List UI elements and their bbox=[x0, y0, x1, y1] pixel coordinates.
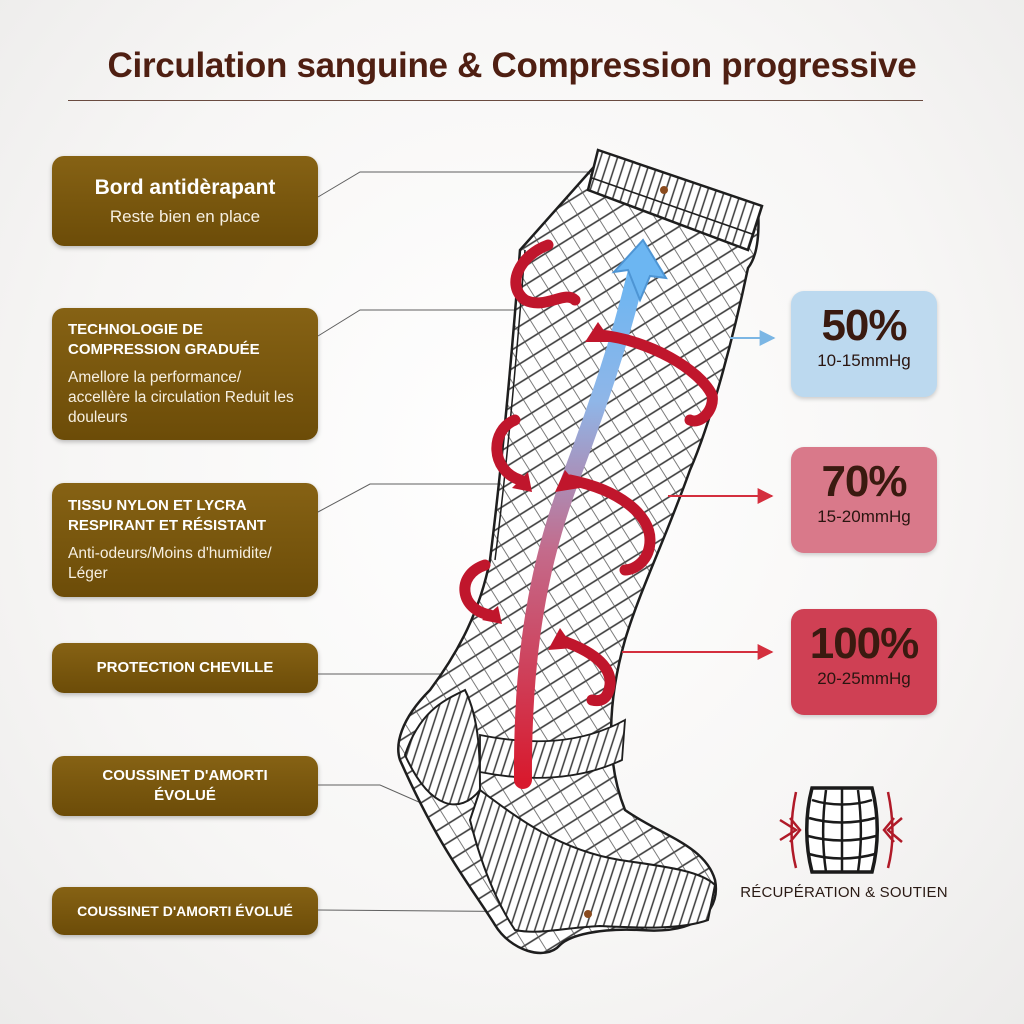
pressure-level-100: 100% 20-25mmHg bbox=[791, 609, 937, 715]
feature-description: Anti-odeurs/Moins d'humidite/ Léger bbox=[68, 545, 272, 582]
feature-ankle-protection: PROTECTION CHEVILLE bbox=[52, 643, 318, 693]
title-divider bbox=[68, 100, 923, 101]
feature-title: Bord antidèrapant bbox=[94, 176, 276, 199]
recovery-label: RÉCUPÉRATION & SOUTIEN bbox=[740, 884, 948, 901]
feature-title: COUSSINET D'AMORTI ÉVOLUÉ bbox=[77, 903, 293, 919]
pressure-level-50: 50% 10-15mmHg bbox=[791, 291, 937, 397]
pressure-level-70: 70% 15-20mmHg bbox=[791, 447, 937, 553]
feature-title: TISSU NYLON ET LYCRA RESPIRANT ET RÉSIST… bbox=[68, 497, 267, 534]
page-title: Circulation sanguine & Compression progr… bbox=[107, 46, 917, 85]
pressure-range: 20-25mmHg bbox=[817, 669, 911, 688]
feature-description: Reste bien en place bbox=[109, 207, 261, 226]
pressure-percent: 50% bbox=[821, 301, 907, 350]
pressure-percent: 100% bbox=[809, 619, 920, 668]
feature-breathable-fabric: TISSU NYLON ET LYCRA RESPIRANT ET RÉSIST… bbox=[52, 483, 318, 597]
feature-title: COUSSINET D'AMORTI ÉVOLUÉ bbox=[102, 767, 268, 804]
pressure-pointers bbox=[622, 330, 776, 660]
compression-arrowheads bbox=[482, 322, 612, 650]
feature-title: TECHNOLOGIE DE COMPRESSION GRADUÉE bbox=[68, 321, 260, 358]
pressure-range: 15-20mmHg bbox=[817, 507, 911, 526]
compression-sock bbox=[397, 148, 764, 955]
feature-description: Amellore la performance/ accellère la ci… bbox=[68, 369, 294, 426]
feature-title: PROTECTION CHEVILLE bbox=[96, 659, 274, 676]
feature-antislip-band: Bord antidèrapant Reste bien en place bbox=[52, 156, 318, 246]
feature-graduated-compression: TECHNOLOGIE DE COMPRESSION GRADUÉE Amell… bbox=[52, 308, 318, 440]
feature-cushion-lower: COUSSINET D'AMORTI ÉVOLUÉ bbox=[52, 887, 318, 935]
pressure-percent: 70% bbox=[821, 457, 907, 506]
compression-swirl-arrows bbox=[459, 239, 718, 707]
feature-cushion-upper: COUSSINET D'AMORTI ÉVOLUÉ bbox=[52, 756, 318, 816]
pressure-range: 10-15mmHg bbox=[817, 351, 911, 370]
compression-fabric-icon bbox=[779, 786, 903, 874]
